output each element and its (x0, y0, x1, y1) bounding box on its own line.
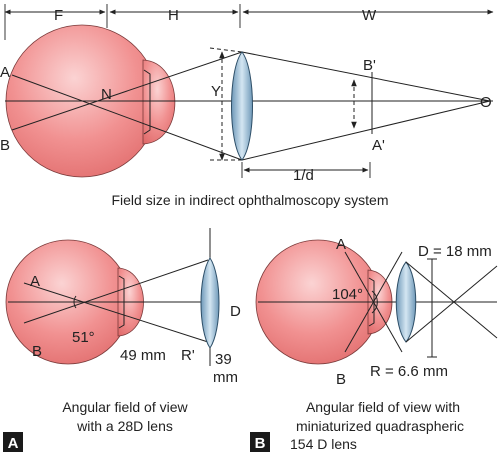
panelB-caption-line3: 154 D lens (290, 436, 357, 452)
eye-cornea (142, 59, 176, 145)
label-size-num: 39 (215, 351, 232, 368)
exit-ray-up (405, 265, 498, 343)
ray-upper-to-O (241, 51, 491, 102)
label-A-prime: A' (372, 137, 385, 154)
label-angle-104: 104° (332, 286, 363, 303)
label-B: B (0, 137, 10, 154)
label-R-eq: R = 6.6 mm (370, 363, 448, 380)
label-D-eq: D = 18 mm (418, 243, 492, 260)
panelA-caption-line1: Angular field of view (62, 399, 188, 415)
label-B-panelB: B (336, 371, 346, 388)
label-D-panelA: D (230, 303, 241, 320)
panelB-caption-line2: miniaturized quadraspheric (296, 418, 464, 434)
label-B-panelA: B (32, 343, 42, 360)
label-A-panelB: A (336, 236, 346, 253)
panel-B: A B 104° D = 18 mm R = 6.6 mm Angular fi… (250, 236, 498, 452)
badge-B (250, 432, 270, 452)
ray-B-upper (11, 51, 243, 131)
label-angle-51: 51° (72, 329, 95, 346)
angle-arc-B (371, 290, 378, 314)
condensing-lens (231, 51, 253, 161)
label-distance: 49 mm (120, 347, 166, 364)
field-edge-upper (209, 47, 243, 53)
label-F: F (54, 7, 63, 24)
panel-A: A B 51° 49 mm R' D 39 mm Angular field o… (3, 228, 241, 452)
label-O: O (480, 94, 492, 111)
exit-ray-down (405, 261, 498, 339)
panelA-caption-line2: with a 28D lens (76, 418, 173, 434)
label-A: A (0, 64, 10, 81)
ray-B-panelB (344, 251, 403, 353)
badge-A (3, 432, 23, 452)
badge-B-text: B (255, 435, 266, 452)
angle-arc-A (73, 295, 77, 309)
badge-A-text: A (8, 435, 19, 452)
label-A-panelA: A (30, 273, 40, 290)
ray-lower-to-O (241, 100, 491, 161)
label-R-prime: R' (181, 347, 195, 364)
panelB-caption-line1: Angular field of view with (306, 399, 460, 415)
label-B-prime: B' (363, 57, 376, 74)
label-size-unit: mm (213, 369, 238, 386)
iris-mark (143, 69, 151, 135)
label-H: H (168, 7, 179, 24)
top-diagram: F H W A B N Y B' A' O 1/d (0, 4, 494, 208)
top-caption: Field size in indirect ophthalmoscopy sy… (111, 192, 388, 208)
ray-B-panelA (23, 259, 209, 324)
lens-154D (395, 261, 417, 343)
lens-28D (200, 257, 220, 349)
ray-A-lower (11, 74, 243, 161)
ray-A-panelA (23, 282, 209, 343)
label-N: N (101, 86, 112, 103)
label-W: W (362, 7, 377, 24)
label-Y: Y (211, 83, 221, 100)
label-inv-d: 1/d (293, 167, 314, 184)
